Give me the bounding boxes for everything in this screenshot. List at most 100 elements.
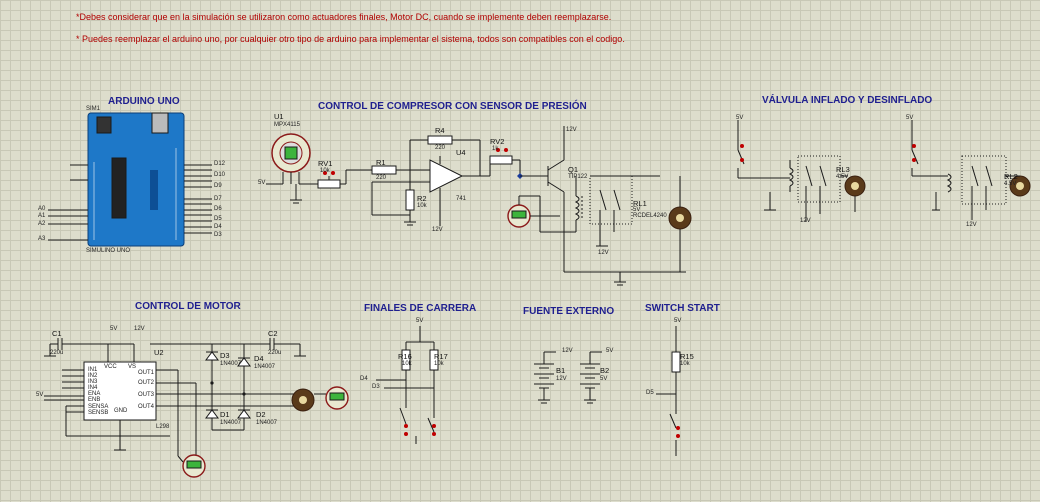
l298-driver xyxy=(44,344,296,470)
d3-ref: D3 xyxy=(220,351,230,360)
d4-part: 1N4007 xyxy=(254,364,276,370)
driver-out3: OUT3 xyxy=(138,392,155,398)
pressure-sensor xyxy=(270,133,311,204)
arduino-board xyxy=(87,112,185,247)
c1-ref: C1 xyxy=(52,329,62,338)
title-fuente: FUENTE EXTERNO xyxy=(523,306,615,317)
compressor-motor xyxy=(668,176,692,272)
diodes-bridge xyxy=(205,344,251,431)
rl1-relay xyxy=(574,175,660,247)
pin-d9: D9 xyxy=(214,183,222,189)
switch-start-circuit xyxy=(656,326,681,456)
r16-ref: R16 xyxy=(398,352,412,361)
r1-ref: R1 xyxy=(376,158,386,167)
motor-ena-supply: 5V xyxy=(36,392,44,398)
driver-out2: OUT2 xyxy=(138,380,155,386)
c2-capacitor xyxy=(150,338,306,357)
rl2-supply: 12V xyxy=(966,222,977,228)
c1-value: 220u xyxy=(50,350,64,356)
opamp-supply: 12V xyxy=(432,227,443,233)
rl2-value: 4.5V xyxy=(1004,181,1017,187)
pin-a0: A0 xyxy=(38,206,46,212)
valve-motor-2 xyxy=(1006,175,1031,197)
opamp-part: 741 xyxy=(456,196,467,202)
r4-feedback xyxy=(409,135,481,176)
d3-part: 1N4007 xyxy=(220,361,242,367)
driver-ref: U2 xyxy=(154,348,164,357)
r4-value: 220 xyxy=(435,145,446,151)
sensor-supply: 5V xyxy=(258,180,266,186)
r4-ref: R4 xyxy=(435,126,445,135)
driver-in3: IN3 xyxy=(88,379,98,385)
c2-value: 220u xyxy=(268,350,282,356)
rv2-value: 1k xyxy=(492,146,499,152)
d2-part: 1N4007 xyxy=(256,420,278,426)
c2-ref: C2 xyxy=(268,329,278,338)
rv1-value: 10k xyxy=(320,168,330,174)
valvula-supply-right: 5V xyxy=(906,115,914,121)
driver-in4: IN4 xyxy=(88,385,98,391)
finales-circuit xyxy=(376,326,439,444)
finales-port-d4: D4 xyxy=(360,376,368,382)
pin-d6: D6 xyxy=(214,206,222,212)
pin-d7: D7 xyxy=(214,196,222,202)
rl3-ref: RL3 xyxy=(836,165,850,174)
ammeter-1 xyxy=(507,195,576,233)
arduino-right-wires xyxy=(184,164,212,234)
rv2-potentiometer xyxy=(489,148,548,179)
driver-vcc: VCC xyxy=(104,364,117,370)
q1-part: TIP122 xyxy=(568,174,588,180)
pin-d5: D5 xyxy=(214,216,222,222)
rl1-part: RCDEL4240 xyxy=(633,213,667,219)
opamp-ref: U4 xyxy=(456,148,466,157)
fuente-net-12v: 12V xyxy=(562,348,573,354)
opamp-741 xyxy=(371,156,490,226)
b1-value: 12V xyxy=(556,376,567,382)
sensor-part: MPX4115 xyxy=(274,122,300,128)
driver-out1: OUT1 xyxy=(138,370,155,376)
finales-supply: 5V xyxy=(416,318,424,324)
fuente-net-5v: 5V xyxy=(606,348,614,354)
title-motor: CONTROL DE MOTOR xyxy=(135,301,241,312)
rl1-value: 5V xyxy=(633,207,641,213)
motor-supply-12v: 12V xyxy=(134,326,145,332)
r15-ref: R15 xyxy=(680,352,694,361)
driver-gnd: GND xyxy=(114,408,128,414)
r17-ref: R17 xyxy=(434,352,448,361)
finales-port-d3: D3 xyxy=(372,384,380,390)
r1-value: 220 xyxy=(376,175,387,181)
driver-in2: IN2 xyxy=(88,373,98,379)
r2-ref: R2 xyxy=(417,194,427,203)
rv1-ref: RV1 xyxy=(318,159,333,168)
rl1-supply: 12V xyxy=(598,250,609,256)
r1-resistor xyxy=(345,165,430,184)
valvula-switch-right xyxy=(911,120,948,177)
rl2-relay xyxy=(932,155,1007,220)
rl1-ref: RL1 xyxy=(633,199,647,208)
r2-resistor xyxy=(404,170,416,226)
arduino-ref: SIM1 xyxy=(86,106,101,112)
q1-ref: Q1 xyxy=(568,165,579,174)
d2-ref: D2 xyxy=(256,410,266,419)
arduino-name: SIMULINO UNO xyxy=(86,248,131,254)
c1-capacitor xyxy=(44,338,134,357)
driver-in1: IN1 xyxy=(88,367,98,373)
rl3-value: 4.5V xyxy=(836,174,849,180)
title-valvula: VÁLVULA INFLADO Y DESINFLADO xyxy=(762,95,933,106)
b2-value: 5V xyxy=(600,376,608,382)
note-actuators: *Debes considerar que en la simulación s… xyxy=(76,12,612,22)
pin-a1: A1 xyxy=(38,213,46,219)
note-arduino: * Puedes reemplazar el arduino uno, por … xyxy=(76,34,625,44)
switch-supply: 5V xyxy=(674,318,682,324)
pin-d12: D12 xyxy=(214,161,226,167)
q1-supply: 12V xyxy=(566,127,577,133)
driver-out4: OUT4 xyxy=(138,404,155,410)
battery-b1 xyxy=(534,351,556,404)
pin-a3: A3 xyxy=(38,236,46,242)
title-switch: SWITCH START xyxy=(645,303,720,314)
driver-sensa: SENSA xyxy=(88,404,109,410)
drive-motor xyxy=(291,388,315,412)
motor-supply-5v: 5V xyxy=(110,326,118,332)
arduino-left-wires xyxy=(48,164,88,241)
